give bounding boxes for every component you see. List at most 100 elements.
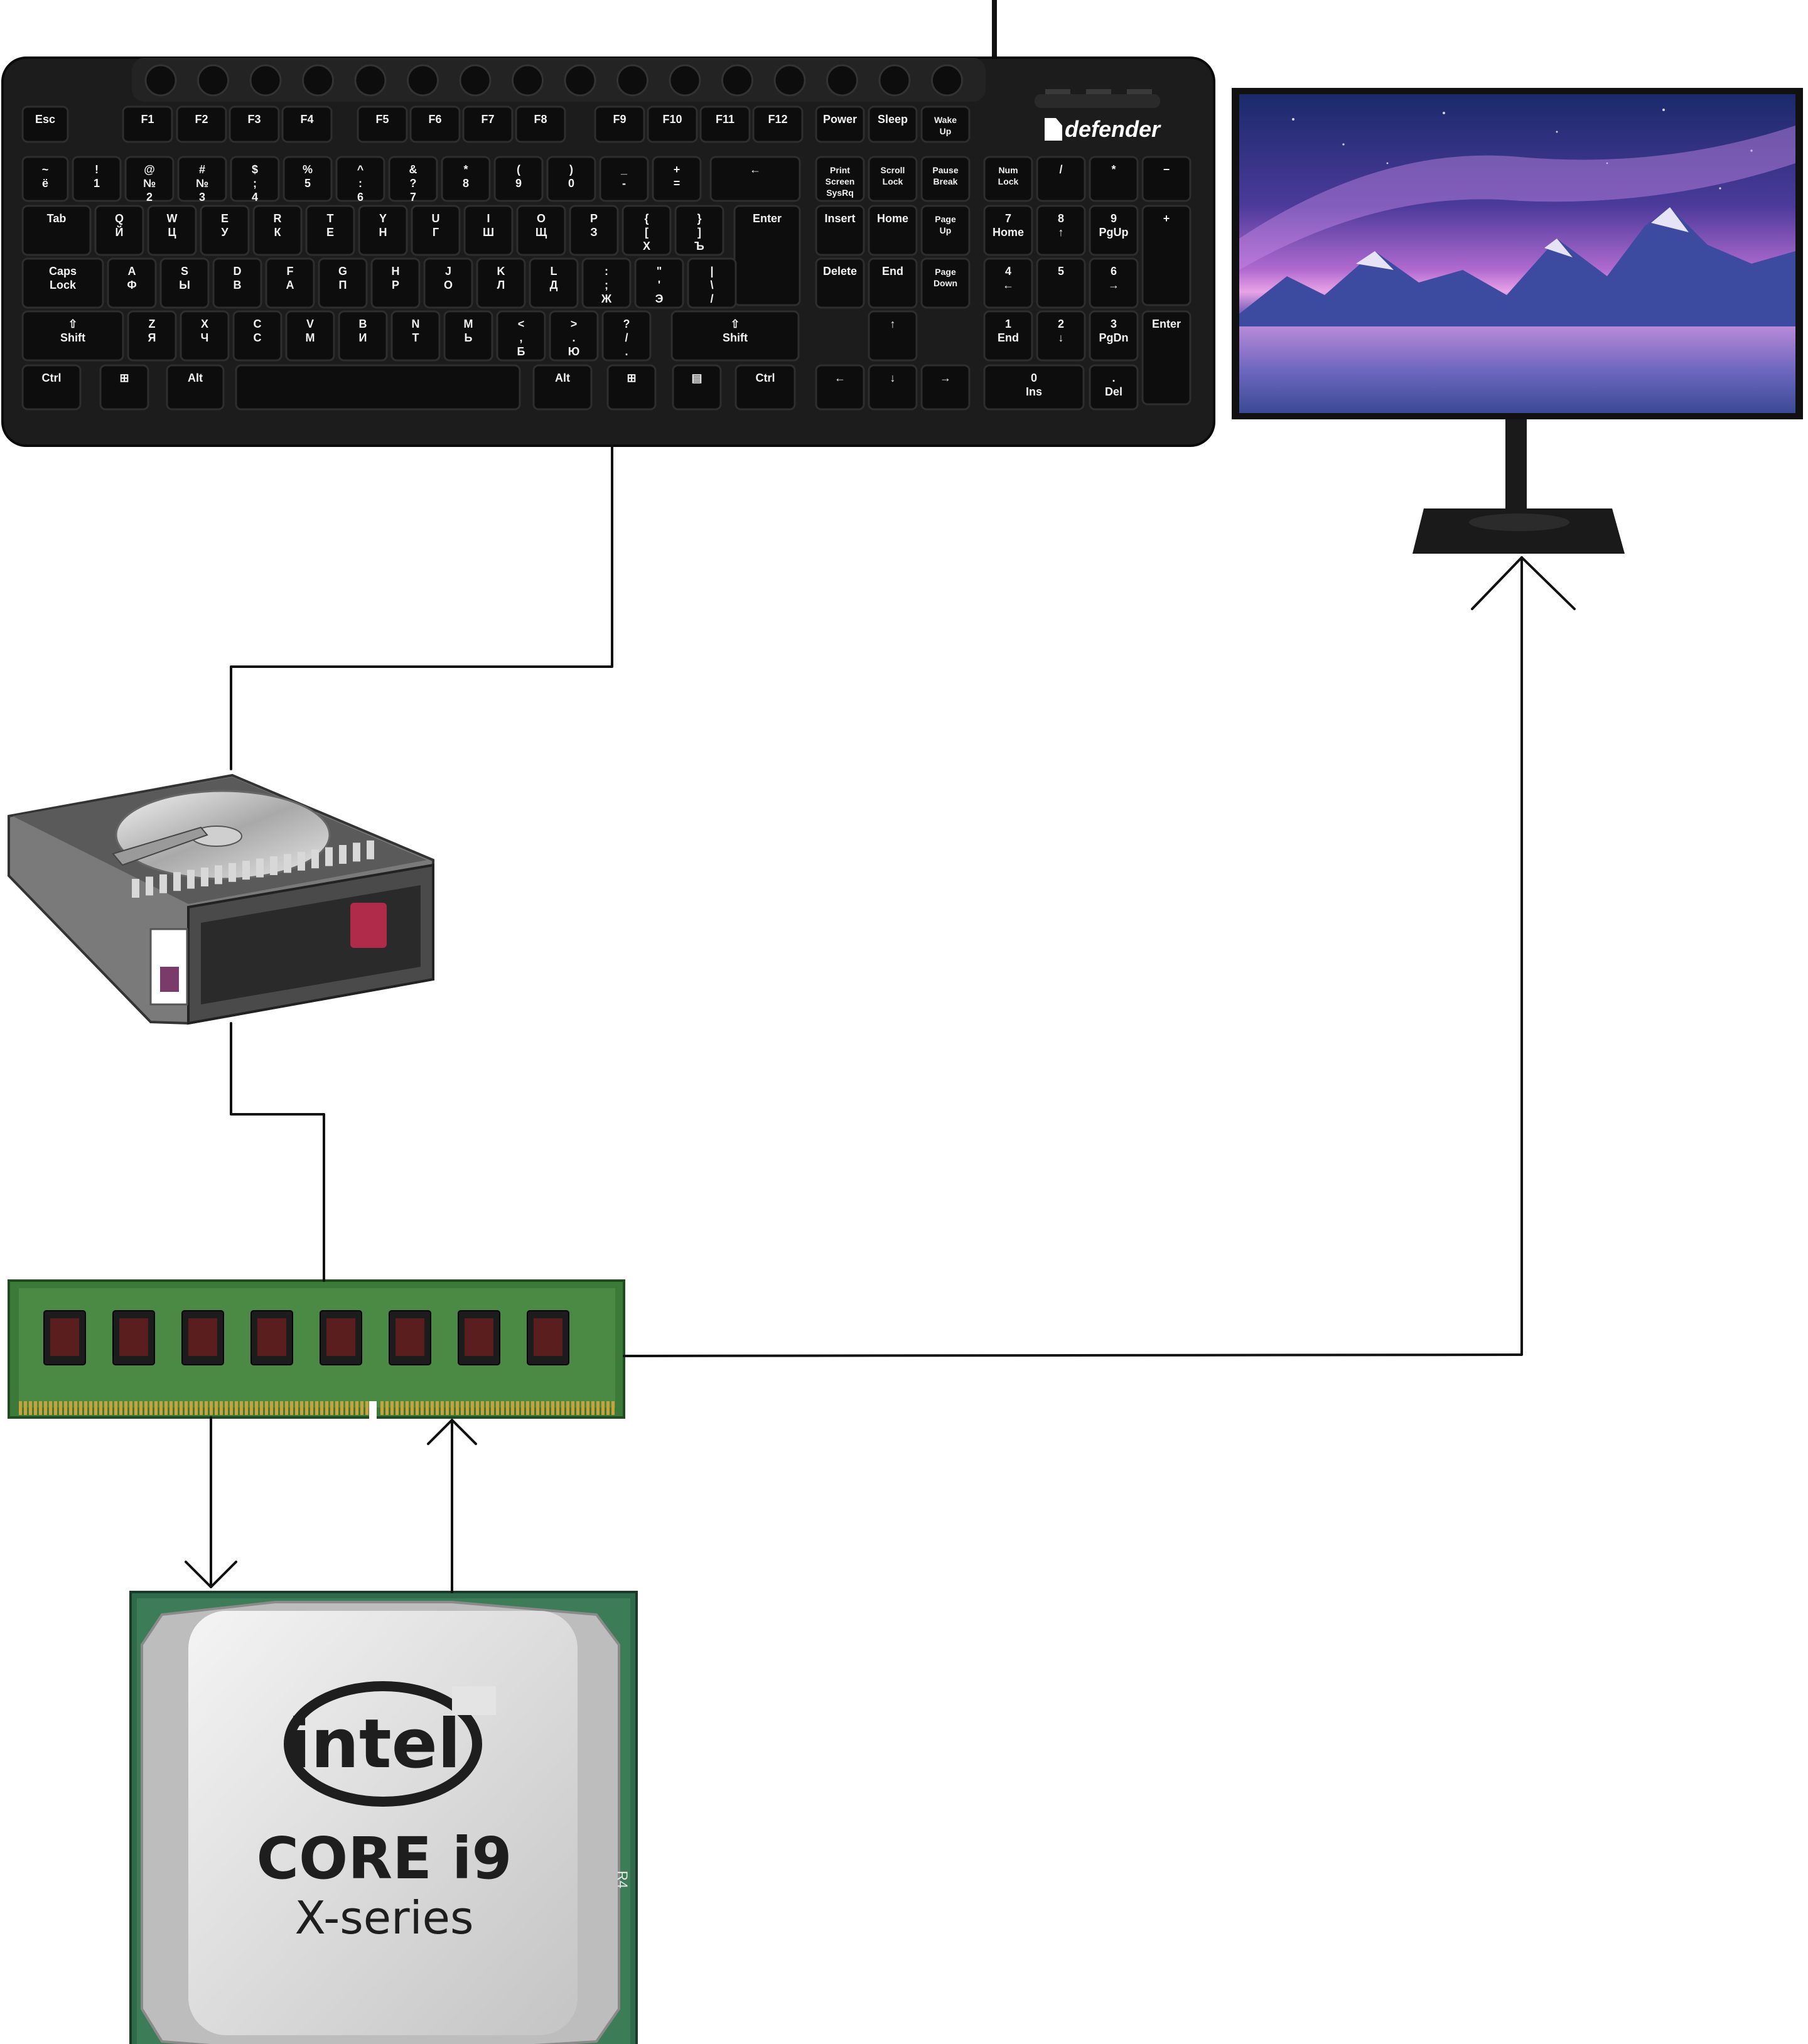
keyboard-key (388, 156, 438, 202)
keyboard-key (733, 205, 801, 306)
keyboard-key-label: 1 (94, 177, 100, 190)
ram-pin (124, 1401, 127, 1415)
hdd-vent (242, 861, 250, 880)
keyboard-key-label: F5 (375, 113, 389, 126)
keyboard-key-label: ~ (42, 163, 49, 176)
ram-pin (84, 1401, 87, 1415)
keyboard-key-label: Щ (535, 226, 547, 239)
keyboard-key (634, 257, 684, 309)
keyboard-key (177, 156, 227, 202)
media-key (564, 64, 596, 97)
hdd-actuator-arm (112, 826, 208, 866)
keyboard-key (815, 364, 865, 411)
ram-chip-label (326, 1318, 355, 1356)
ram-pin (280, 1401, 283, 1415)
keyboard-key (72, 156, 122, 202)
connector-keyboard-to-hdd (230, 444, 613, 770)
keyboard-key-label: Z (149, 318, 156, 330)
media-key (826, 64, 858, 97)
ram-chip-label (50, 1318, 79, 1356)
keyboard-key (1036, 205, 1086, 256)
keyboard-key (515, 105, 566, 143)
keyboard-key (265, 257, 315, 309)
keyboard-key-label: ↓ (1058, 331, 1064, 344)
keyboard-top-strip (132, 58, 986, 102)
keyboard-key (94, 205, 144, 256)
ram-pin (144, 1401, 148, 1415)
ram-pin (416, 1401, 419, 1415)
keyboard-key-label: Ы (179, 279, 190, 291)
ram-pin (431, 1401, 434, 1415)
keyboard-key-label: 7 (1005, 212, 1011, 225)
hdd-vent (353, 842, 360, 862)
ram-pin (411, 1401, 414, 1415)
ram-pin (305, 1401, 308, 1415)
hdd-vent (325, 847, 333, 866)
keyboard-key-label: ] (697, 226, 701, 239)
ram-pin (441, 1401, 444, 1415)
monitor-base (1412, 508, 1625, 554)
keyboard-key-label: Alt (188, 372, 203, 384)
keyboard-key (815, 156, 865, 202)
connectors (185, 444, 1576, 1593)
keyboard-key-label: : (605, 265, 608, 277)
keyboard-key-label: 5 (1058, 265, 1064, 277)
keyboard-key (232, 310, 282, 362)
keyboard-key (127, 310, 177, 362)
keyboard-logo: defender (1045, 116, 1161, 142)
keyboard-key (318, 257, 368, 309)
keyboard-key-label: Г (433, 226, 439, 239)
ram-pin (561, 1401, 564, 1415)
keyboard-key-label: Break (934, 176, 958, 186)
ram-chip-label (534, 1318, 562, 1356)
keyboard-key-label: L (551, 265, 557, 277)
keyboard-key-label: C (254, 318, 262, 330)
ram-pin (89, 1401, 92, 1415)
keyboard-key-label: M (464, 318, 473, 330)
keyboard-key-label: + (674, 163, 681, 176)
keyboard-key-label: ↑ (890, 318, 896, 330)
hdd-vent (201, 868, 208, 886)
ram-pin (275, 1401, 278, 1415)
keyboard-key-label: Up (940, 126, 952, 136)
keyboard-key (107, 257, 157, 309)
keyboard-key (1141, 205, 1192, 306)
ram-pin (466, 1401, 469, 1415)
ram-pin (491, 1401, 494, 1415)
keyboard-key-label: → (940, 372, 951, 384)
ram-pin (245, 1401, 248, 1415)
keyboard-key-label: ? (623, 318, 630, 330)
media-key (721, 64, 753, 97)
keyboard-key-label: Home (993, 226, 1024, 239)
ram-pin (149, 1401, 153, 1415)
keyboard-key (370, 257, 421, 309)
ram-pin (44, 1401, 47, 1415)
keyboard-key (622, 205, 672, 256)
ram-pin (34, 1401, 37, 1415)
keyboard-key-label: Y (379, 212, 387, 225)
keyboard-key-label: I (487, 212, 490, 225)
keyboard-key-label: P (590, 212, 598, 225)
keyboard-key (180, 310, 230, 362)
ram-pin (360, 1401, 363, 1415)
keyboard-key (285, 310, 335, 362)
ram-pin (476, 1401, 479, 1415)
keyboard-key-label: Shift (723, 331, 748, 344)
ram-pin (396, 1401, 399, 1415)
keyboard-key-label: Lock (50, 279, 77, 291)
keyboard-key-label: : (358, 177, 362, 190)
ram-pin (49, 1401, 52, 1415)
keyboard-key (443, 310, 493, 362)
keyboard-key-label: # (199, 163, 205, 176)
connector-ram-to-monitor (623, 556, 1523, 1357)
ram-pin (270, 1401, 273, 1415)
keyboard-key (21, 364, 82, 411)
ram-pin (154, 1401, 158, 1415)
keyboard-key-label: E (221, 212, 229, 225)
ram-chip-label (119, 1318, 148, 1356)
ram-pin (461, 1401, 464, 1415)
keyboard-key-label: Insert (824, 212, 855, 225)
keyboard-key (229, 105, 280, 143)
keyboard-key-label: R (274, 212, 282, 225)
arrow-head-cpu (185, 1561, 237, 1588)
